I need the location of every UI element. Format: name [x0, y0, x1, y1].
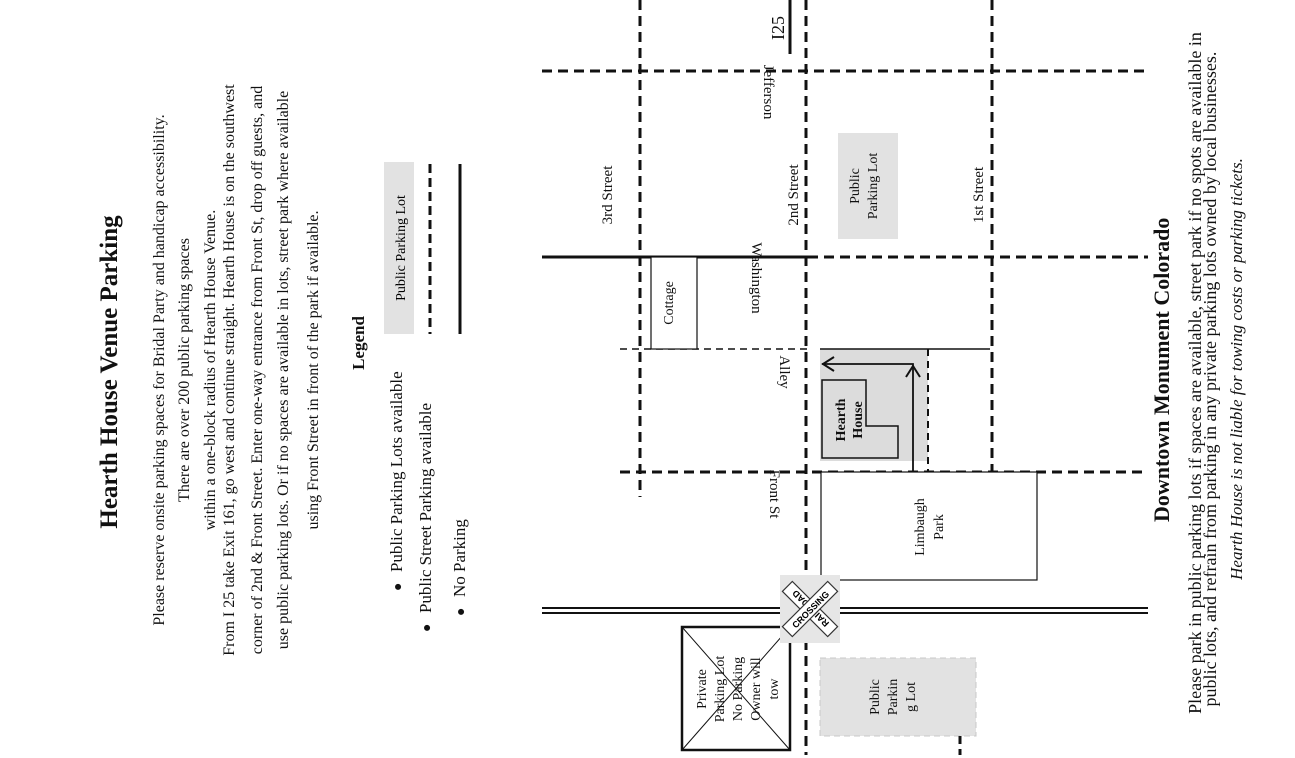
label-i25: I25 [768, 16, 788, 40]
public-lot-south [819, 657, 977, 737]
label-jefferson: Jefferson [760, 65, 776, 120]
label-2nd-street: 2nd Street [786, 164, 802, 226]
label-washington: Washington [748, 242, 764, 314]
limbaugh-park-label-1: Limbaugh [913, 498, 928, 556]
private-lot-label-2: Parking Lot [713, 656, 728, 723]
label-3rd-street: 3rd Street [600, 165, 616, 225]
cottage-label: Cottage [662, 281, 677, 325]
private-lot-label-3: No Parking [731, 657, 746, 721]
footer-line-2: public lots, and refrain from parking in… [1200, 51, 1220, 707]
cottage-building [650, 256, 698, 350]
footer-line-3: Hearth House is not liable for towing co… [1227, 158, 1246, 580]
limbaugh-park-label-2: Park [932, 514, 947, 540]
railroad-crossing-icon: RAILROAD CROSSING [780, 575, 840, 643]
arrow-up-icon [905, 364, 921, 378]
limbaugh-park [820, 471, 1038, 581]
legend-lot-swatch [384, 162, 414, 334]
label-alley: Alley [776, 355, 792, 389]
public-lot-2-label-3: g Lot [904, 682, 919, 712]
private-lot-label-5: tow [767, 678, 782, 700]
private-lot-cross-2 [681, 626, 791, 751]
driveway-path [822, 363, 914, 472]
label-front-st: Front St [766, 470, 782, 520]
legend-swatches: Public Parking Lot [384, 162, 462, 334]
public-lot-1-label-2: Parking Lot [866, 153, 881, 220]
private-lot-label-1: Private [695, 669, 710, 709]
arrow-left-icon [821, 356, 835, 372]
legend-lot-swatch-label: Public Parking Lot [394, 195, 409, 301]
public-lot-2-label-1: Public [868, 679, 883, 715]
footer-heading: Downtown Monument Colorado [1149, 217, 1174, 522]
public-lot-2nd-jefferson [838, 133, 898, 239]
hearth-house-label-2: House [851, 401, 866, 438]
public-lot-2-label-2: Parkin [886, 679, 901, 716]
label-1st-street: 1st Street [971, 166, 987, 223]
public-lot-1-label-1: Public [848, 168, 863, 204]
private-lot-label-4: Owner will [749, 657, 764, 720]
hearth-house-label-1: Hearth [834, 398, 849, 441]
hearth-house-building [821, 379, 899, 459]
